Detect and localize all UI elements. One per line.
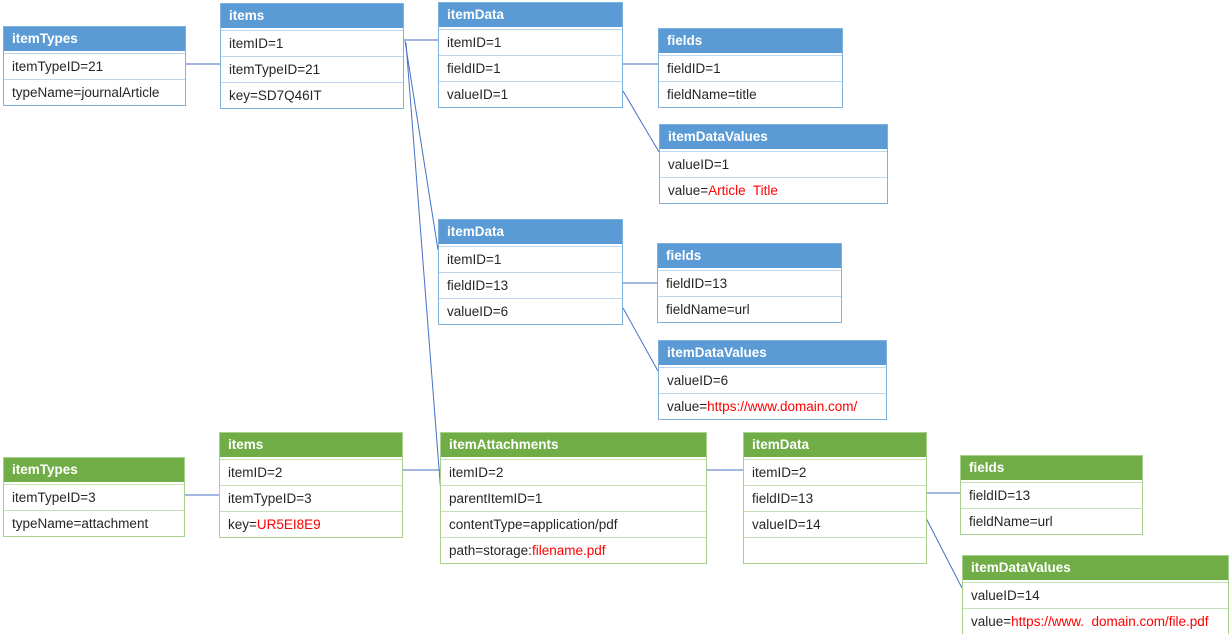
- table-itemData-green: itemData itemID=2 fieldID=13 valueID=14: [743, 432, 927, 564]
- table-row: fieldName=title: [659, 81, 842, 107]
- table-itemDataValues-blue-1: itemDataValues valueID=1 value=Article T…: [659, 124, 888, 204]
- table-row: valueID=14: [963, 582, 1228, 608]
- table-fields-blue-2: fields fieldID=13 fieldName=url: [657, 243, 842, 323]
- table-row: itemTypeID=3: [220, 485, 402, 511]
- table-row: value=https://www. domain.com/file.pdf: [963, 608, 1228, 634]
- table-row: fieldID=13: [744, 485, 926, 511]
- table-row: key=UR5EI8E9: [220, 511, 402, 537]
- table-header: itemTypes: [4, 458, 184, 484]
- table-row: contentType=application/pdf: [441, 511, 706, 537]
- table-header: itemDataValues: [963, 556, 1228, 582]
- table-header: fields: [659, 29, 842, 55]
- connector-line: [925, 517, 963, 589]
- table-row: itemID=2: [441, 459, 706, 485]
- table-itemTypes-blue: itemTypes itemTypeID=21 typeName=journal…: [3, 26, 186, 106]
- table-row: [744, 537, 926, 563]
- table-row: fieldID=13: [961, 482, 1142, 508]
- table-row: valueID=6: [659, 367, 886, 393]
- table-header: fields: [961, 456, 1142, 482]
- table-row: typeName=journalArticle: [4, 79, 185, 105]
- table-row: itemID=1: [439, 29, 622, 55]
- table-fields-green: fields fieldID=13 fieldName=url: [960, 455, 1143, 535]
- table-header: itemData: [439, 220, 622, 246]
- table-itemData-blue-1: itemData itemID=1 fieldID=1 valueID=1: [438, 2, 623, 108]
- table-header: items: [221, 4, 403, 30]
- table-itemDataValues-green: itemDataValues valueID=14 value=https://…: [962, 555, 1229, 634]
- table-row: itemTypeID=21: [4, 53, 185, 79]
- connector-line: [404, 40, 439, 251]
- table-header: itemData: [744, 433, 926, 459]
- table-row: fieldName=url: [658, 296, 841, 322]
- table-itemDataValues-blue-2: itemDataValues valueID=6 value=https://w…: [658, 340, 887, 420]
- table-row: value=https://www.domain.com/: [659, 393, 886, 419]
- table-header: itemTypes: [4, 27, 185, 53]
- table-row: itemID=2: [220, 459, 402, 485]
- table-row: valueID=1: [660, 151, 887, 177]
- table-row: itemID=1: [221, 30, 403, 56]
- table-row: valueID=14: [744, 511, 926, 537]
- table-row: path=storage:filename.pdf: [441, 537, 706, 563]
- table-header: fields: [658, 244, 841, 270]
- table-items-green: items itemID=2 itemTypeID=3 key=UR5EI8E9: [219, 432, 403, 538]
- connector-line: [405, 42, 442, 495]
- table-itemTypes-green: itemTypes itemTypeID=3 typeName=attachme…: [3, 457, 185, 537]
- table-header: itemAttachments: [441, 433, 706, 459]
- connector-line: [622, 90, 660, 153]
- table-row: typeName=attachment: [4, 510, 184, 536]
- table-row: itemID=2: [744, 459, 926, 485]
- table-row: fieldName=url: [961, 508, 1142, 534]
- table-row: fieldID=13: [439, 272, 622, 298]
- table-row: valueID=6: [439, 298, 622, 324]
- table-row: fieldID=13: [658, 270, 841, 296]
- table-items-blue: items itemID=1 itemTypeID=21 key=SD7Q46I…: [220, 3, 404, 109]
- table-row: fieldID=1: [659, 55, 842, 81]
- table-row: itemID=1: [439, 246, 622, 272]
- table-header: itemDataValues: [660, 125, 887, 151]
- table-header: items: [220, 433, 402, 459]
- table-row: key=SD7Q46IT: [221, 82, 403, 108]
- table-row: fieldID=1: [439, 55, 622, 81]
- table-header: itemDataValues: [659, 341, 886, 367]
- table-row: itemTypeID=3: [4, 484, 184, 510]
- connector-line: [622, 307, 659, 372]
- table-row: value=Article Title: [660, 177, 887, 203]
- table-row: valueID=1: [439, 81, 622, 107]
- table-header: itemData: [439, 3, 622, 29]
- table-row: parentItemID=1: [441, 485, 706, 511]
- table-itemData-blue-2: itemData itemID=1 fieldID=13 valueID=6: [438, 219, 623, 325]
- table-fields-blue-1: fields fieldID=1 fieldName=title: [658, 28, 843, 108]
- table-row: itemTypeID=21: [221, 56, 403, 82]
- table-itemAttachments-green: itemAttachments itemID=2 parentItemID=1 …: [440, 432, 707, 564]
